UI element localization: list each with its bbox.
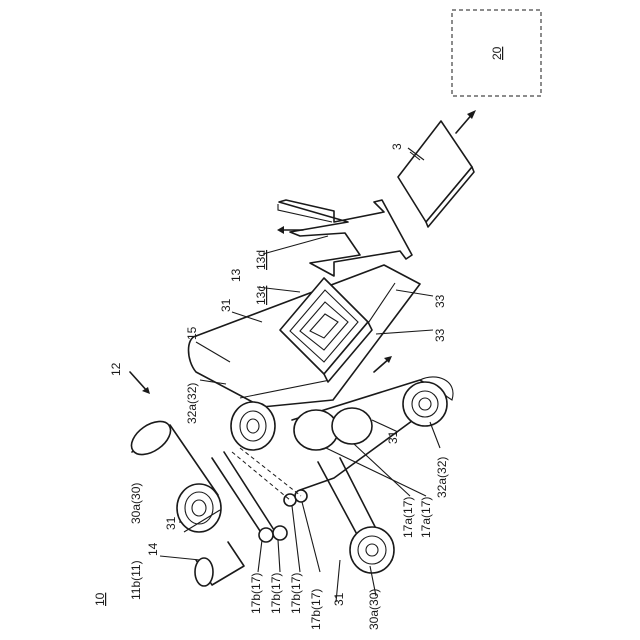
label-stack: 13 — [229, 268, 243, 282]
label-stack-d: 13d — [254, 250, 268, 270]
label-laminator: 14 — [146, 542, 160, 556]
label-belt-left: 31 — [164, 516, 178, 530]
label-sensor-2: 33 — [433, 328, 447, 342]
roll-11b — [195, 542, 244, 586]
label-roll-bottom-left: 30a(30) — [367, 589, 381, 630]
label-device: 12 — [109, 362, 123, 376]
label-roll-bottom-right: 32a(32) — [435, 457, 449, 498]
label-sheet: 3 — [390, 143, 404, 150]
sheet — [398, 121, 474, 227]
label-web: 15 — [185, 326, 199, 340]
label-roll-top: 32a(32) — [185, 383, 199, 424]
output-arrow — [456, 110, 476, 133]
label-fig: 10 — [93, 592, 107, 606]
roller-32a-bottom — [403, 382, 447, 426]
h-frame — [278, 200, 412, 276]
label-stack-c: 13c — [254, 286, 268, 305]
label-guide-1: 17b(17) — [249, 573, 263, 614]
roller-32a-top — [231, 402, 275, 450]
label-17a-2: 17a(17) — [419, 497, 433, 538]
label-17a-1: 17a(17) — [401, 497, 415, 538]
label-sensor-1: 33 — [433, 294, 447, 308]
label-guide-4: 17b(17) — [309, 589, 323, 630]
label-controller: 20 — [490, 46, 504, 60]
label-belt-top: 31 — [219, 298, 233, 312]
guide-rolls — [212, 448, 307, 542]
roller-17a — [294, 408, 372, 450]
label-belt-bottom: 31 — [332, 592, 346, 606]
label-belt-right: 31 — [386, 430, 400, 444]
label-guide-3: 17b(17) — [289, 573, 303, 614]
label-guide-2: 17b(17) — [269, 573, 283, 614]
label-roll-left: 30a(30) — [129, 483, 143, 524]
label-roll-11b: 11b(11) — [129, 560, 143, 600]
